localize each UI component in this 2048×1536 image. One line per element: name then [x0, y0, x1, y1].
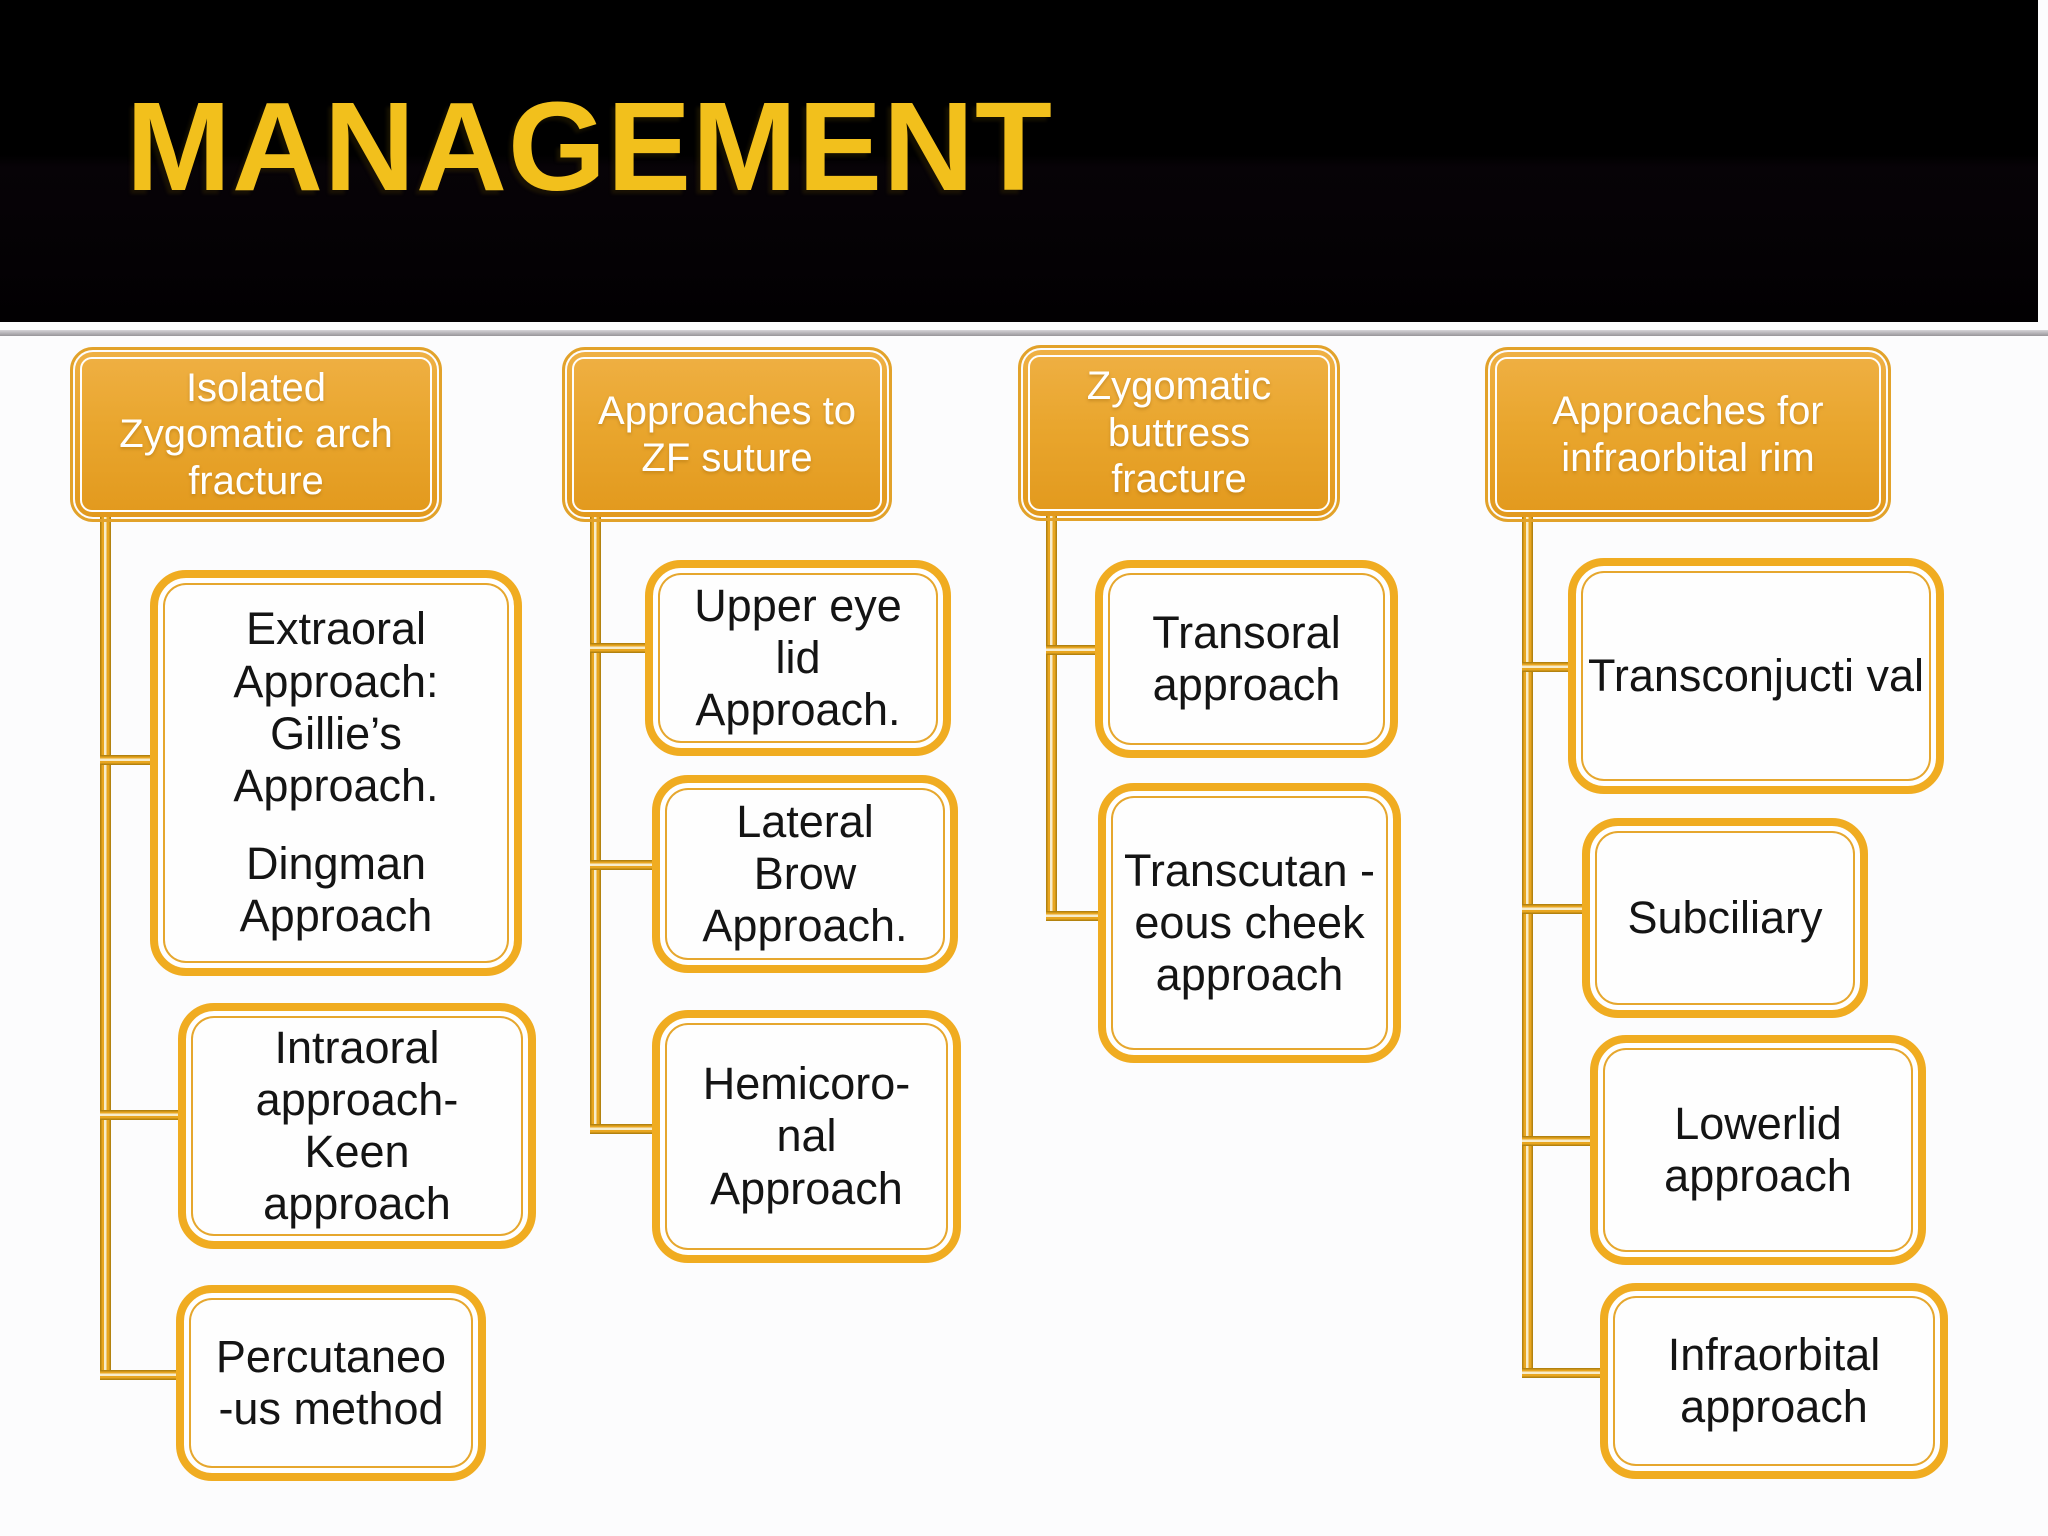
connector-stub — [100, 1370, 190, 1380]
child-box: Lateral Brow Approach. — [652, 775, 958, 973]
connector-stub — [1046, 645, 1106, 655]
header-box-col2: Approaches to ZF suture — [562, 347, 892, 522]
child-box: Extraoral Approach: Gillie’s Approach. Di… — [150, 570, 522, 976]
child-paragraph: Transconjucti val — [1588, 649, 1924, 701]
header-label: Isolated Zygomatic arch fracture — [119, 365, 393, 503]
child-box: Intraoral approach- Keen approach — [178, 1003, 536, 1249]
child-box: Upper eye lid Approach. — [645, 560, 951, 756]
child-box: Hemicoro- nal Approach — [652, 1010, 961, 1263]
child-paragraph: Transoral approach — [1152, 606, 1341, 710]
title-bar: MANAGEMENT — [0, 0, 2038, 322]
child-paragraph: Infraorbital approach — [1667, 1328, 1881, 1432]
connector-stub — [590, 860, 662, 870]
child-text: Intraoral approach- Keen approach — [186, 1022, 528, 1231]
connector-stub — [1046, 911, 1108, 921]
child-text: Hemicoro- nal Approach — [660, 1058, 953, 1215]
child-text: Transcutan -eous cheek approach — [1106, 845, 1393, 1002]
separator-line — [0, 330, 2048, 336]
child-text: Transconjucti val — [1576, 650, 1936, 702]
header-label: Approaches for infraorbital rim — [1552, 389, 1824, 480]
connector-trunk-col1 — [100, 512, 111, 1380]
child-box: Transconjucti val — [1568, 558, 1944, 794]
child-text: Transoral approach — [1103, 607, 1390, 711]
connector-stub — [1522, 904, 1592, 914]
header-box-col4: Approaches for infraorbital rim — [1485, 347, 1891, 522]
child-paragraph: Hemicoro- nal Approach — [702, 1058, 911, 1214]
child-paragraph: Percutaneo -us method — [215, 1330, 447, 1434]
child-paragraph: Intraoral approach- Keen approach — [255, 1021, 459, 1230]
child-text: Percutaneo -us method — [184, 1331, 478, 1435]
connector-stub — [590, 1124, 662, 1134]
child-box: Subciliary — [1582, 818, 1868, 1018]
child-paragraph: Lateral Brow Approach. — [702, 795, 908, 952]
connector-trunk-col2 — [590, 512, 601, 1134]
child-box: Lowerlid approach — [1590, 1035, 1926, 1265]
child-paragraph: Extraoral Approach: Gillie’s Approach. — [233, 603, 439, 811]
connector-stub — [100, 755, 170, 765]
child-paragraph: Transcutan -eous cheek approach — [1124, 844, 1375, 1001]
header-label: Approaches to ZF suture — [598, 389, 856, 480]
connector-stub — [1522, 1136, 1600, 1146]
child-paragraph: Upper eye lid Approach. — [694, 579, 902, 736]
header-label: Zygomatic buttress fracture — [1086, 364, 1272, 502]
child-text: Lateral Brow Approach. — [660, 796, 950, 953]
child-text: Subciliary — [1590, 892, 1860, 944]
child-text: Extraoral Approach: Gillie’s Approach. Di… — [158, 603, 514, 942]
child-text: Lowerlid approach — [1598, 1098, 1918, 1202]
child-paragraph: Subciliary — [1627, 891, 1823, 943]
child-text: Upper eye lid Approach. — [653, 580, 943, 737]
child-box: Transcutan -eous cheek approach — [1098, 783, 1401, 1063]
connector-stub — [1522, 662, 1578, 672]
connector-trunk-col4 — [1522, 512, 1533, 1378]
header-box-col3: Zygomatic buttress fracture — [1018, 345, 1340, 521]
header-box-col1: Isolated Zygomatic arch fracture — [70, 347, 442, 522]
connector-stub — [1522, 1368, 1610, 1378]
slide-title: MANAGEMENT — [126, 76, 1053, 217]
child-text: Infraorbital approach — [1608, 1329, 1940, 1433]
child-paragraph: Dingman Approach — [239, 838, 433, 942]
child-box: Infraorbital approach — [1600, 1283, 1948, 1479]
child-paragraph: Lowerlid approach — [1664, 1097, 1852, 1201]
connector-stub — [100, 1110, 190, 1120]
connector-trunk-col3 — [1046, 512, 1057, 921]
child-box: Percutaneo -us method — [176, 1285, 486, 1481]
child-box: Transoral approach — [1095, 560, 1398, 758]
connector-stub — [590, 643, 655, 653]
